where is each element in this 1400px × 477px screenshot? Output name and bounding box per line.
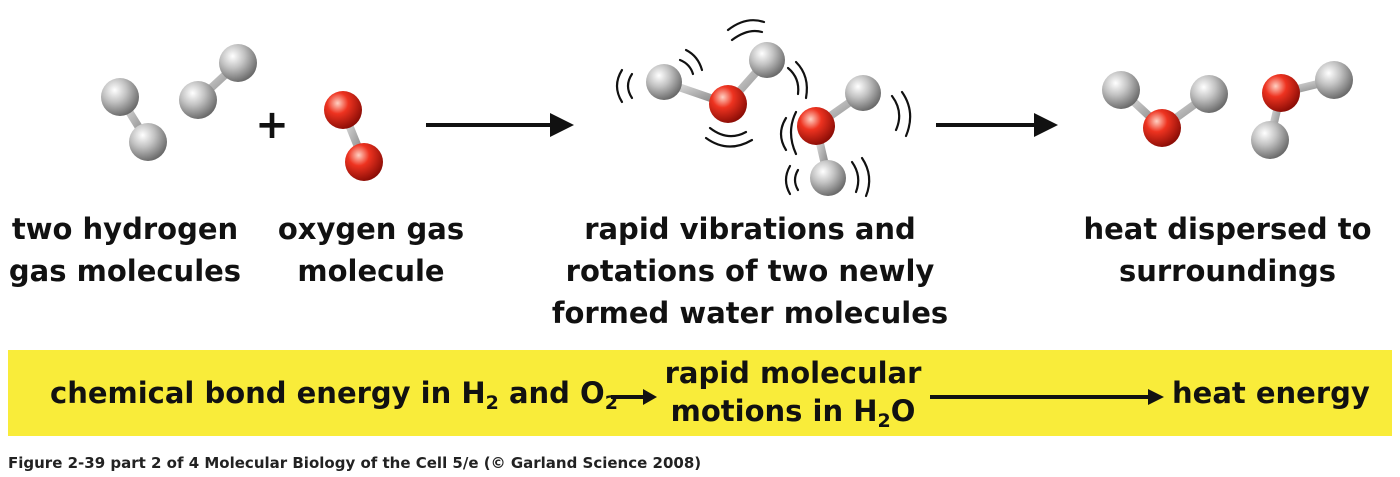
water-molecule-calm-1 xyxy=(1102,71,1228,147)
plus-sign: + xyxy=(255,102,289,148)
hydrogen-atom xyxy=(810,160,846,196)
label-oxygen-line1: oxygen gas xyxy=(277,212,465,246)
hydrogen-atom xyxy=(1251,121,1289,159)
band-heat-energy: heat energy xyxy=(1172,376,1370,410)
label-oxygen-line2: molecule xyxy=(297,254,445,288)
hydrogen-atom xyxy=(1190,75,1228,113)
oxygen-atom xyxy=(1143,109,1181,147)
band-arrow-1 xyxy=(611,389,657,405)
reaction-diagram: + xyxy=(101,19,1353,198)
label-vibrations-line2: rotations of two newly xyxy=(565,254,935,288)
figure-caption: Figure 2-39 part 2 of 4 Molecular Biolog… xyxy=(8,454,702,472)
label-vibrations-line3: formed water molecules xyxy=(551,296,949,330)
band-motions-line1: rapid molecular xyxy=(664,356,922,390)
label-vibrations-line1: rapid vibrations and xyxy=(584,212,916,246)
label-heat-line2: surroundings xyxy=(1118,254,1337,288)
oxygen-atom xyxy=(324,91,362,129)
label-heat-line1: heat dispersed to xyxy=(1083,212,1372,246)
band-arrow-2 xyxy=(930,389,1164,405)
oxygen-atom xyxy=(345,143,383,181)
band-molecular-motions: rapid molecular motions in H2O xyxy=(658,354,928,432)
hydrogen-atom xyxy=(1102,71,1140,109)
hydrogen-molecule-2 xyxy=(179,44,257,119)
label-hydrogen-line2: gas molecules xyxy=(8,254,242,288)
oxygen-atom xyxy=(797,107,835,145)
label-oxygen: oxygen gas molecule xyxy=(266,208,476,292)
oxygen-molecule xyxy=(324,91,383,181)
label-heat-dispersed: heat dispersed to surroundings xyxy=(1075,208,1380,292)
vibration-marks-2 xyxy=(779,90,912,198)
water-molecule-calm-2 xyxy=(1251,61,1353,159)
hydrogen-atom xyxy=(845,75,881,111)
hydrogen-atom xyxy=(749,42,785,78)
energy-band: chemical bond energy in H2 and O2 rapid … xyxy=(8,350,1392,436)
band-chemical-energy: chemical bond energy in H2 and O2 xyxy=(50,376,618,414)
label-vibrations: rapid vibrations and rotations of two ne… xyxy=(535,208,965,334)
label-hydrogen: two hydrogen gas molecules xyxy=(5,208,245,292)
label-hydrogen-line1: two hydrogen xyxy=(11,212,239,246)
vibration-marks-1 xyxy=(615,19,808,148)
hydrogen-atom xyxy=(219,44,257,82)
hydrogen-molecule-1 xyxy=(101,78,167,161)
hydrogen-atom xyxy=(1315,61,1353,99)
hydrogen-atom xyxy=(646,64,682,100)
oxygen-atom xyxy=(1262,74,1300,112)
hydrogen-atom xyxy=(101,78,139,116)
hydrogen-atom xyxy=(129,123,167,161)
water-molecule-vibrating-1 xyxy=(646,42,785,123)
band-motions-line2: motions in H2O xyxy=(670,394,916,432)
water-molecule-vibrating-2 xyxy=(797,75,881,196)
oxygen-atom xyxy=(709,85,747,123)
hydrogen-atom xyxy=(179,81,217,119)
